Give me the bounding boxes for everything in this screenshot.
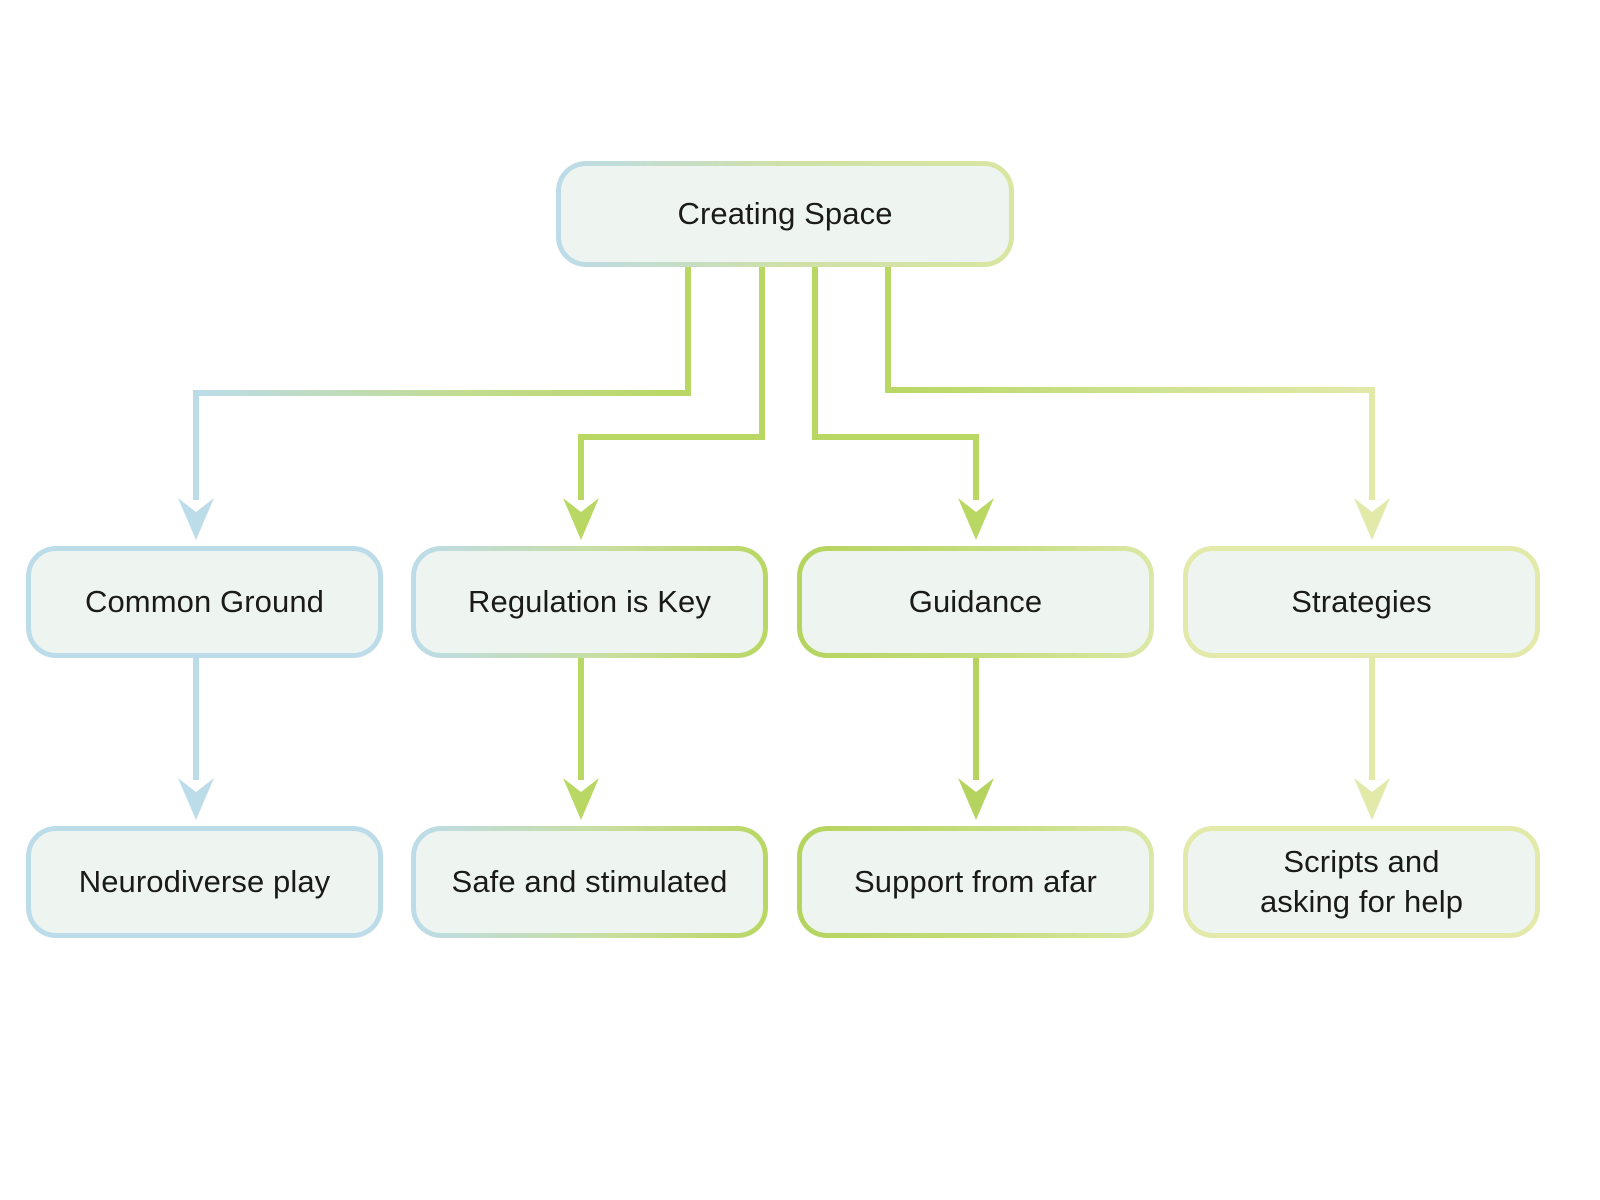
edge-guidance-to-support-from-afar (958, 658, 994, 820)
node-label: Neurodiverse play (78, 864, 331, 900)
node-label: Safe and stimulated (451, 864, 728, 900)
node-guidance[interactable]: Guidance (797, 546, 1154, 658)
node-common-ground[interactable]: Common Ground (26, 546, 383, 658)
edge-strategies-to-scripts-and-asking-for-help (1354, 658, 1390, 820)
node-label: Creating Space (677, 196, 893, 232)
node-label: Common Ground (84, 584, 325, 620)
node-label: Regulation is Key (468, 584, 711, 620)
node-neurodiverse-play[interactable]: Neurodiverse play (26, 826, 383, 938)
node-label: Guidance (908, 584, 1043, 620)
edge-root-to-common-ground (178, 267, 691, 540)
edge-root-to-guidance (812, 267, 994, 540)
node-regulation-is-key[interactable]: Regulation is Key (411, 546, 768, 658)
edge-root-to-regulation-is-key (563, 267, 765, 540)
node-safe-and-stimulated[interactable]: Safe and stimulated (411, 826, 768, 938)
node-label: Strategies (1291, 584, 1432, 620)
node-label: Support from afar (854, 864, 1097, 900)
edge-common-ground-to-neurodiverse-play (178, 658, 214, 820)
edge-root-to-strategies (885, 267, 1390, 540)
node-scripts-and-asking-for-help[interactable]: Scripts and asking for help (1183, 826, 1540, 938)
node-strategies[interactable]: Strategies (1183, 546, 1540, 658)
node-label: Scripts and asking for help (1259, 844, 1464, 919)
edge-regulation-is-key-to-safe-and-stimulated (563, 658, 599, 820)
node-support-from-afar[interactable]: Support from afar (797, 826, 1154, 938)
node-creating-space[interactable]: Creating Space (556, 161, 1014, 267)
